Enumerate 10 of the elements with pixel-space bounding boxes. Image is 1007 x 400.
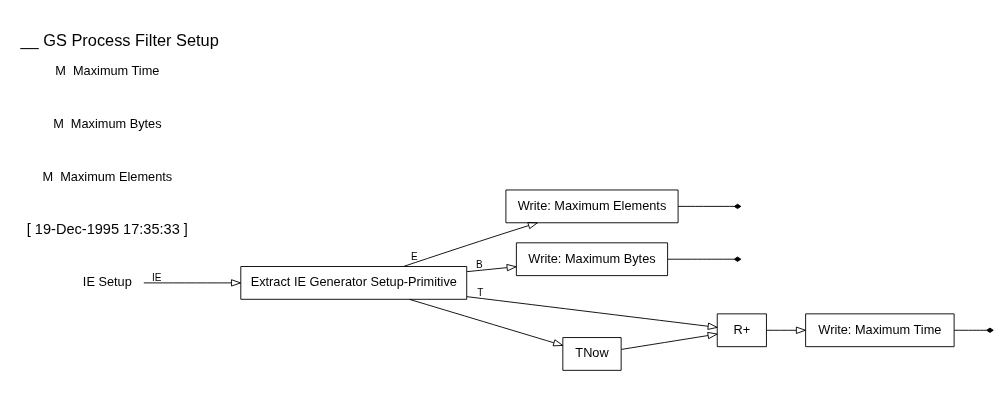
diagram-title: __ GS Process Filter Setup xyxy=(20,31,219,50)
edge-label: B xyxy=(475,259,483,271)
edge-label: E xyxy=(411,251,418,263)
edge-label: IE xyxy=(151,271,162,283)
node-text: IE Setup xyxy=(82,274,132,290)
label: M Maximum Bytes xyxy=(53,115,162,131)
edge-label: T xyxy=(477,287,484,299)
label: M Maximum Elements xyxy=(42,168,173,184)
label: M Maximum Time xyxy=(55,62,160,78)
label: [ 19-Dec-1995 17:35:33 ] xyxy=(26,220,188,237)
